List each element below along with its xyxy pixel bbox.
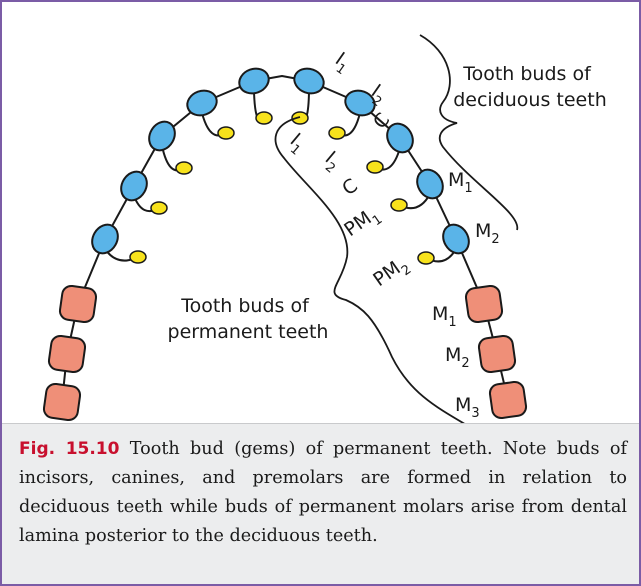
permanent-bud-right-5: [418, 252, 434, 264]
deciduous-bud-left-1: [236, 65, 272, 98]
bud-stalks: [105, 91, 456, 261]
deciduous-group-label: Tooth buds of deciduous teeth: [453, 63, 607, 111]
dental-lamina: [62, 76, 508, 402]
deciduous-label-5: M2: [475, 220, 500, 247]
deciduous-bud-right-5: [438, 220, 474, 258]
deciduous-bud-left-3: [144, 117, 180, 155]
permanent-label-5: PM2: [369, 252, 414, 295]
caption-label: Fig. 15.10: [19, 439, 119, 459]
tooth-buds: [43, 65, 527, 422]
permanent-label-3: C: [338, 174, 361, 200]
permanent-molar-right-3: [489, 381, 527, 419]
permanent-label-4-letter: PM: [340, 207, 375, 241]
permanent-label-1: I1: [283, 129, 311, 159]
molar-label-1: M1: [432, 303, 457, 330]
deciduous-bud-right-4: [412, 165, 448, 203]
permanent-label-4: PM1: [340, 202, 385, 245]
molar-label-3: M3: [455, 394, 480, 421]
tooth-bud-diagram: Tooth buds of deciduous teeth Tooth buds…: [2, 2, 639, 423]
permanent-bud-right-2: [329, 127, 345, 139]
deciduous-group-label-line1: Tooth buds of: [462, 63, 592, 85]
deciduous-label-4: M1: [448, 169, 473, 196]
permanent-bud-left-1: [256, 112, 272, 124]
permanent-bud-left-5: [130, 251, 146, 263]
permanent-group-label-line1: Tooth buds of: [180, 295, 310, 317]
permanent-group-label: Tooth buds of permanent teeth: [168, 295, 329, 343]
permanent-molar-left-2: [48, 335, 86, 373]
permanent-bud-left-4: [151, 202, 167, 214]
permanent-label-2: I2: [318, 147, 346, 177]
molar-label-2: M2: [445, 344, 470, 371]
molar-label-2-letter: M: [445, 344, 461, 366]
permanent-group-label-line2: permanent teeth: [168, 321, 329, 343]
deciduous-label-1: I1: [328, 48, 355, 78]
permanent-bud-right-3: [367, 161, 383, 173]
permanent-bud-left-2: [218, 127, 234, 139]
permanent-molar-right-2: [478, 335, 516, 373]
permanent-molar-left-3: [43, 383, 81, 421]
deciduous-label-5-subscript: 2: [491, 232, 499, 247]
permanent-molar-left-1: [59, 285, 97, 323]
deciduous-bud-left-4: [116, 167, 152, 205]
permanent-bud-left-3: [176, 162, 192, 174]
permanent-label-5-letter: PM: [369, 257, 404, 291]
molar-label-1-subscript: 1: [448, 315, 456, 330]
permanent-molar-right-1: [465, 285, 503, 323]
molar-label-3-subscript: 3: [471, 406, 479, 421]
molar-label-3-letter: M: [455, 394, 471, 416]
deciduous-bud-right-1: [291, 65, 327, 98]
figure-caption: Fig. 15.10 Tooth bud (gems) of permanent…: [2, 423, 639, 584]
deciduous-bud-left-5: [87, 220, 123, 258]
deciduous-label-5-letter: M: [475, 220, 491, 242]
permanent-bud-right-4: [391, 199, 407, 211]
molar-label-2-subscript: 2: [461, 356, 469, 371]
permanent-label-3-letter: C: [338, 174, 361, 200]
molar-label-1-letter: M: [432, 303, 448, 325]
deciduous-group-label-line2: deciduous teeth: [453, 89, 607, 111]
deciduous-label-4-letter: M: [448, 169, 464, 191]
deciduous-label-4-subscript: 1: [464, 181, 472, 196]
